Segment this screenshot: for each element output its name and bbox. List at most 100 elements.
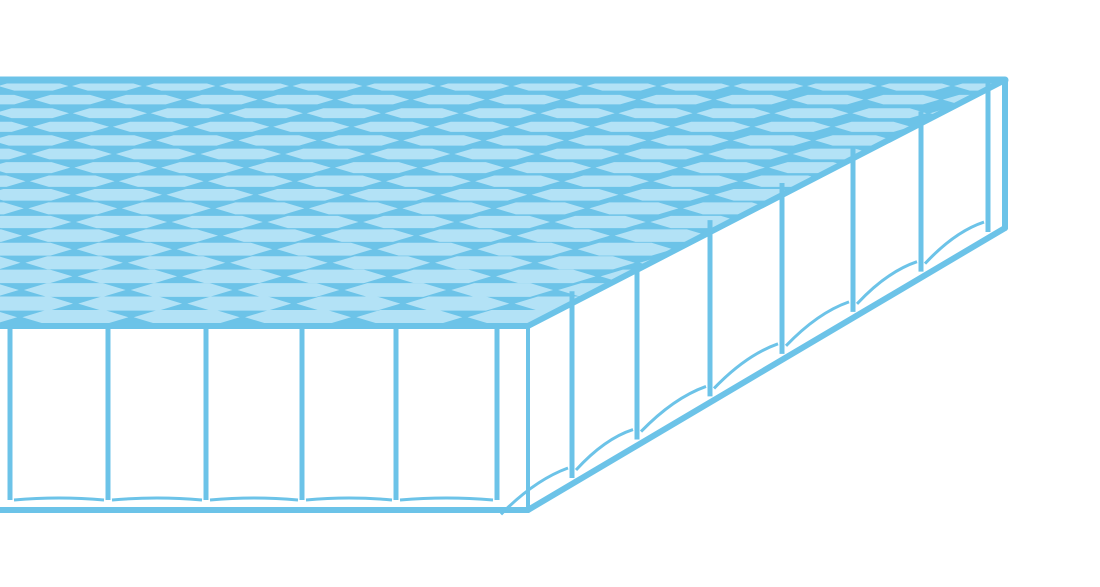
honeycomb-cell xyxy=(193,121,270,132)
honeycomb-cell xyxy=(0,188,71,201)
honeycomb-cell xyxy=(564,175,649,187)
front-cell-bottom xyxy=(209,496,299,502)
honeycomb-cell xyxy=(0,242,72,256)
front-cell-walls xyxy=(7,328,500,502)
honeycomb-cell xyxy=(230,256,328,270)
side-cell-bottom xyxy=(784,300,850,347)
side-face-background xyxy=(528,80,1005,510)
honeycomb-cell xyxy=(531,188,619,201)
honeycomb-cell xyxy=(34,94,107,105)
honeycomb-cell xyxy=(451,283,554,297)
honeycomb-cell xyxy=(495,202,585,215)
panel-edge xyxy=(525,77,1008,329)
honeycomb-cell xyxy=(31,148,112,160)
honeycomb-cell xyxy=(166,188,254,201)
honeycomb-cell xyxy=(622,188,710,201)
panel-outline xyxy=(0,76,1009,513)
honeycomb-cell xyxy=(454,148,535,160)
honeycomb-cell xyxy=(433,121,510,132)
honeycomb-cell xyxy=(29,175,115,187)
honeycomb-cell xyxy=(308,202,398,215)
honeycomb-cell xyxy=(187,296,292,311)
honeycomb-cell xyxy=(75,188,163,201)
honeycomb-cell xyxy=(0,215,72,229)
honeycomb-cell xyxy=(273,121,350,132)
honeycomb-cell xyxy=(74,162,158,174)
honeycomb-cell xyxy=(589,202,679,215)
honeycomb-cell xyxy=(852,108,927,119)
honeycomb-cell xyxy=(130,283,233,297)
honeycomb-cell xyxy=(257,188,345,201)
honeycomb-cell xyxy=(440,188,528,201)
honeycomb-cell xyxy=(356,310,463,325)
honeycomb-cell xyxy=(475,175,560,187)
honeycomb-cell xyxy=(306,108,381,119)
side-face-core xyxy=(499,76,1005,516)
honeycomb-cell xyxy=(708,148,789,160)
front-cell-bottom xyxy=(111,496,203,502)
honeycomb-cell xyxy=(384,108,459,119)
honeycomb-cell xyxy=(377,242,473,256)
honeycomb-cell xyxy=(222,229,317,242)
honeycomb-cell xyxy=(774,108,849,119)
honeycomb-cell xyxy=(26,229,121,242)
honeycomb-cell xyxy=(0,269,73,284)
honeycomb-cell xyxy=(623,148,705,160)
honeycomb-cell xyxy=(348,188,436,201)
honeycomb-cell xyxy=(292,81,363,91)
honeycomb-cell xyxy=(405,296,510,311)
honeycomb-cell xyxy=(185,94,258,105)
honeycomb-cell xyxy=(403,135,482,146)
honeycomb-cell xyxy=(238,135,317,146)
honeycomb-cell xyxy=(22,310,129,325)
honeycomb-cell xyxy=(109,94,183,105)
honeycomb-cell xyxy=(0,162,71,174)
honeycomb-cell xyxy=(25,256,123,270)
honeycomb-cell xyxy=(150,108,225,119)
honeycomb-cell xyxy=(127,256,226,270)
honeycomb-cell xyxy=(296,175,382,187)
honeycomb-cell xyxy=(516,229,610,242)
honeycomb-cell xyxy=(344,283,447,297)
honeycomb-cell xyxy=(867,94,940,105)
honeycomb-cell xyxy=(248,162,331,174)
honeycomb-cell xyxy=(0,296,74,311)
honeycomb-cell xyxy=(245,310,352,325)
honeycomb-cell xyxy=(508,162,592,174)
honeycomb-cell xyxy=(567,135,647,146)
honeycomb-cell xyxy=(78,296,183,311)
honeycomb-cell xyxy=(296,296,401,311)
honeycomb-cell xyxy=(121,202,211,215)
honeycomb-cell xyxy=(75,215,168,229)
honeycomb-cell xyxy=(366,81,436,91)
honeycomb-cell xyxy=(418,229,512,242)
honeycomb-cell xyxy=(537,256,635,270)
honeycomb-cell xyxy=(674,121,751,132)
honeycomb-cell xyxy=(133,310,240,325)
honeycomb-cell xyxy=(815,135,894,146)
side-cell-bottom xyxy=(923,220,985,265)
honeycomb-cell xyxy=(458,215,550,229)
honeycomb-cell xyxy=(23,283,126,297)
honeycomb-cell xyxy=(564,94,637,105)
honeycomb-cell xyxy=(660,81,730,91)
honeycomb-cell xyxy=(28,202,118,215)
honeycomb-cell xyxy=(285,148,366,160)
honeycomb-cell xyxy=(332,256,431,270)
honeycomb-cell xyxy=(391,269,491,284)
honeycomb-cell xyxy=(237,283,340,297)
honeycomb-cell xyxy=(696,108,771,119)
honeycomb-cell xyxy=(0,148,28,160)
honeycomb-cell xyxy=(112,121,190,132)
honeycomb-cell xyxy=(0,81,69,91)
honeycomb-cell xyxy=(77,269,178,284)
honeycomb-cell xyxy=(320,135,400,146)
honeycomb-cell xyxy=(0,175,26,187)
honeycomb-cell xyxy=(337,94,410,105)
honeycomb-cell xyxy=(834,121,911,132)
honeycomb-cell xyxy=(880,81,951,91)
honeycomb-cell xyxy=(0,108,70,119)
honeycomb-cell xyxy=(595,162,679,174)
honeycomb-cell xyxy=(639,94,713,105)
honeycomb-cell xyxy=(161,162,244,174)
